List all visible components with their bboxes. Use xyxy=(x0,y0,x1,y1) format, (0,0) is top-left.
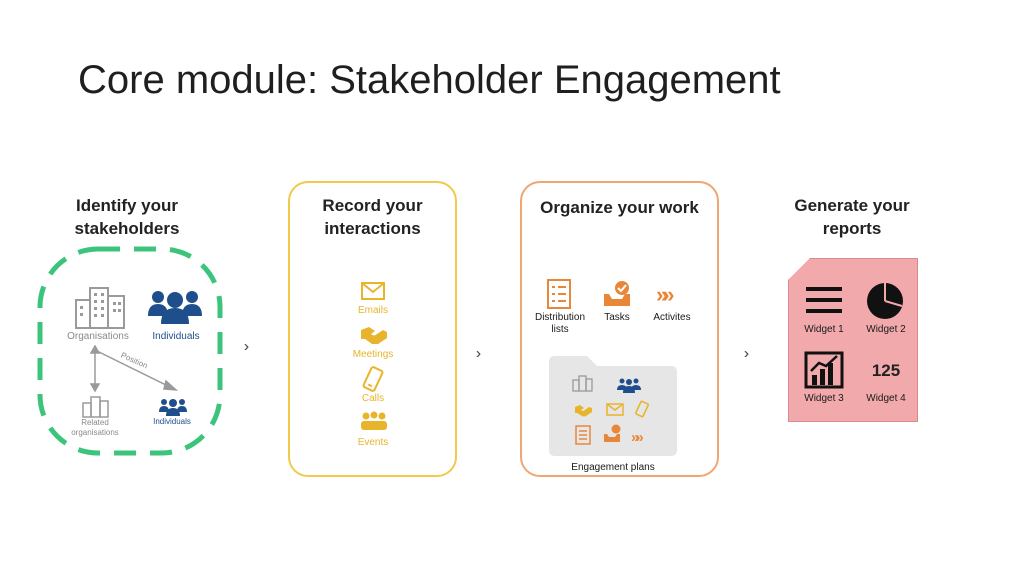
bar-chart-icon xyxy=(804,351,844,389)
organize-heading: Organize your work xyxy=(540,198,699,217)
calls-phone-icon xyxy=(362,366,384,392)
widget4-value: 125 xyxy=(871,361,901,380)
individuals-label: Individuals xyxy=(152,331,200,342)
engagement-plans-label: Engagement plans xyxy=(571,462,655,473)
tasks-label: Tasks xyxy=(604,312,630,323)
meetings-handshake-icon xyxy=(361,327,387,344)
events-label: Events xyxy=(357,437,389,448)
organize-panel xyxy=(520,181,719,477)
generate-heading: Generate your reports xyxy=(794,196,910,238)
calls-label: Calls xyxy=(361,393,385,404)
individuals-small-icon xyxy=(159,399,187,416)
widget4-label: Widget 4 xyxy=(866,393,906,404)
activities-chevron-icon: »» xyxy=(656,282,675,307)
tasks-tray-check-icon xyxy=(604,281,630,306)
related-organisations-label: Related organisations xyxy=(71,418,119,437)
page-title: Core module: Stakeholder Engagement xyxy=(78,58,781,102)
distribution-lists-label: Distribution lists xyxy=(534,312,586,335)
engagement-plans-folder: »» xyxy=(549,356,677,456)
record-heading: Record your interactions xyxy=(322,196,423,238)
organisations-building-icon xyxy=(75,287,125,329)
pie-chart-icon xyxy=(867,283,903,319)
relationship-arrows xyxy=(89,345,179,393)
individuals-small-label: Individuals xyxy=(153,417,191,426)
individuals-people-icon xyxy=(148,291,202,324)
distribution-list-icon xyxy=(547,279,571,309)
related-organisations-icon xyxy=(82,396,109,418)
menu-lines-icon xyxy=(806,287,842,313)
widget3-label: Widget 3 xyxy=(804,393,844,404)
events-people-icon xyxy=(361,411,387,430)
widget1-label: Widget 1 xyxy=(804,324,844,335)
meetings-label: Meetings xyxy=(352,349,394,360)
emails-label: Emails xyxy=(357,305,388,316)
organisations-label: Organisations xyxy=(67,331,129,342)
identify-dashed-outline xyxy=(37,246,223,456)
report-document: Widget 1 Widget 2 Widget 3 125 Widget 4 xyxy=(788,258,918,422)
record-panel xyxy=(288,181,457,477)
identify-heading: Identify your stakeholders xyxy=(74,196,180,238)
email-envelope-icon xyxy=(361,282,385,300)
widget2-label: Widget 2 xyxy=(866,324,906,335)
activities-label: Activites xyxy=(653,312,691,323)
